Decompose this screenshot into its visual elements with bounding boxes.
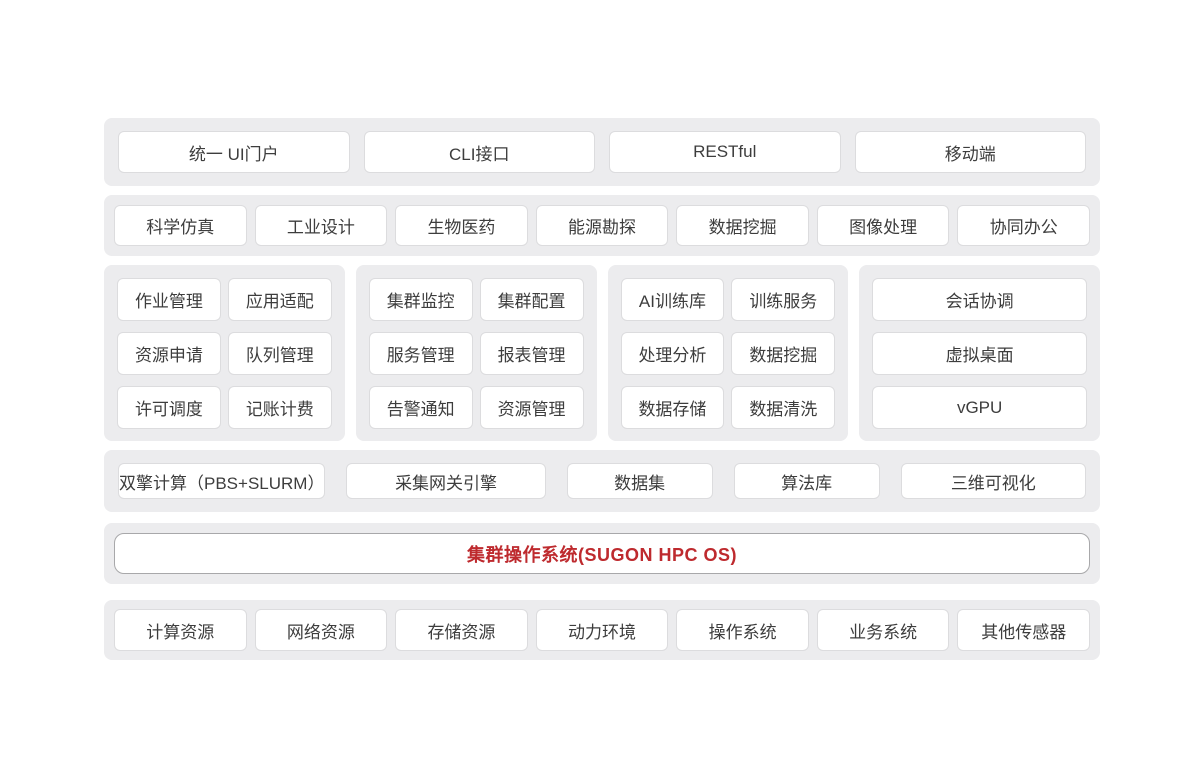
module-item: 资源申请	[117, 332, 221, 375]
module-item: 训练服务	[731, 278, 836, 321]
access-item-cli: CLI接口	[363, 131, 595, 173]
engine-item-gateway: 采集网关引擎	[346, 463, 546, 499]
module-item: 数据清洗	[731, 386, 836, 429]
module-group-jobs: 作业管理 应用适配 资源申请 队列管理 许可调度 记账计费	[104, 265, 345, 441]
app-item: 能源勘探	[535, 205, 669, 246]
app-item: 协同办公	[957, 205, 1091, 246]
access-layer-panel: 统一 UI门户 CLI接口 RESTful 移动端	[104, 118, 1100, 186]
resource-item: 存储资源	[395, 609, 528, 651]
module-group-cluster: 集群监控 集群配置 服务管理 报表管理 告警通知 资源管理	[355, 265, 597, 441]
module-item: vGPU	[872, 386, 1087, 429]
engine-item-dataset: 数据集	[566, 463, 713, 499]
module-item: 数据挖掘	[731, 332, 836, 375]
access-item-unified-ui-portal: 统一 UI门户	[118, 131, 350, 173]
os-layer-panel: 集群操作系统(SUGON HPC OS)	[104, 523, 1100, 584]
module-item: 报表管理	[479, 332, 584, 375]
resource-item: 网络资源	[254, 609, 388, 651]
module-item: 集群配置	[479, 278, 584, 321]
engine-item-3d-visualization: 三维可视化	[900, 463, 1087, 499]
module-item: 数据存储	[620, 386, 725, 429]
module-item: 告警通知	[368, 386, 473, 429]
module-item: AI训练库	[620, 278, 725, 321]
module-item: 记账计费	[227, 386, 332, 429]
module-item: 服务管理	[368, 332, 473, 375]
engine-layer-panel: 双擎计算（PBS+SLURM） 采集网关引擎 数据集 算法库 三维可视化	[104, 450, 1100, 512]
module-item: 作业管理	[117, 278, 221, 321]
application-layer-panel: 科学仿真 工业设计 生物医药 能源勘探 数据挖掘 图像处理 协同办公	[104, 195, 1100, 256]
app-item: 数据挖掘	[676, 205, 809, 246]
module-item: 集群监控	[368, 278, 473, 321]
app-item: 生物医药	[395, 205, 528, 246]
os-title: 集群操作系统(SUGON HPC OS)	[114, 533, 1090, 574]
module-item: 会话协调	[872, 278, 1087, 321]
resource-item: 操作系统	[676, 609, 809, 651]
app-item: 工业设计	[254, 205, 388, 246]
module-item: 队列管理	[227, 332, 332, 375]
resource-item: 业务系统	[816, 609, 950, 651]
resource-item: 其他传感器	[957, 609, 1091, 651]
resource-layer-panel: 计算资源 网络资源 存储资源 动力环境 操作系统 业务系统 其他传感器	[104, 600, 1100, 660]
app-item: 科学仿真	[114, 205, 247, 246]
resource-item: 计算资源	[114, 609, 247, 651]
module-group-ai-data: AI训练库 训练服务 处理分析 数据挖掘 数据存储 数据清洗	[607, 265, 849, 441]
module-item: 资源管理	[479, 386, 584, 429]
module-item: 应用适配	[227, 278, 332, 321]
access-item-restful: RESTful	[609, 131, 841, 173]
module-group-session: 会话协调 虚拟桌面 vGPU	[859, 265, 1100, 441]
module-item: 虚拟桌面	[872, 332, 1087, 375]
engine-item-algorithm-lib: 算法库	[733, 463, 880, 499]
engine-item-dual-scheduler: 双擎计算（PBS+SLURM）	[118, 463, 326, 499]
resource-item: 动力环境	[535, 609, 669, 651]
module-item: 处理分析	[620, 332, 725, 375]
app-item: 图像处理	[816, 205, 950, 246]
module-item: 许可调度	[117, 386, 221, 429]
module-layer: 作业管理 应用适配 资源申请 队列管理 许可调度 记账计费 集群监控 集群配置 …	[104, 265, 1100, 441]
access-item-mobile: 移动端	[854, 131, 1086, 173]
